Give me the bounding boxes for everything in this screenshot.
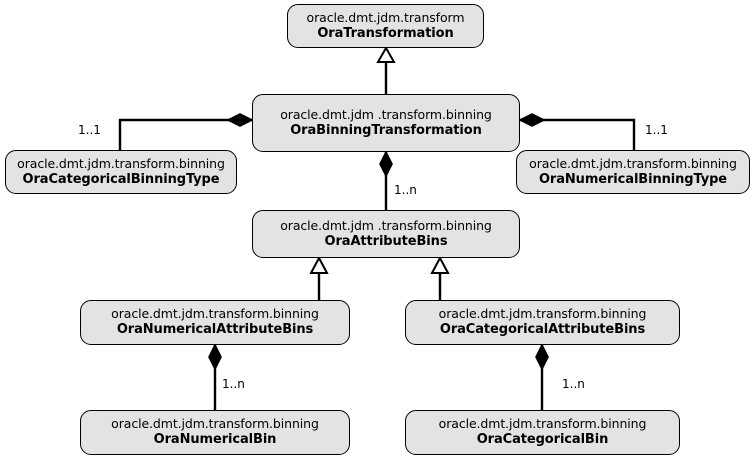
multiplicity-label-right-one-to-one: 1..1 (645, 123, 668, 137)
edge-composition-categorical-bin (535, 343, 549, 410)
class-package-label: oracle.dmt.jdm .transform.binning (280, 217, 492, 233)
class-package-label: oracle.dmt.jdm.transform.binning (438, 306, 647, 322)
class-box-ora-binning-transformation[interactable]: oracle.dmt.jdm .transform.binning OraBin… (252, 94, 520, 152)
class-box-ora-numerical-binning-type[interactable]: oracle.dmt.jdm.transform.binning OraNume… (516, 150, 750, 194)
class-box-ora-categorical-binning-type[interactable]: oracle.dmt.jdm.transform.binning OraCate… (5, 150, 237, 194)
multiplicity-label-attribute-bins-one-to-n: 1..n (394, 183, 417, 197)
edge-composition-numerical-bin (208, 343, 222, 410)
class-name-label: OraNumericalBin (153, 432, 277, 448)
edge-composition-categorical-binning-type (118, 113, 254, 150)
class-package-label: oracle.dmt.jdm.transform.binning (111, 306, 319, 322)
class-name-label: OraNumericalAttributeBins (116, 322, 314, 338)
class-package-label: oracle.dmt.jdm .transform.binning (280, 106, 492, 122)
edge-generalization-categorical-attribute-bins (430, 255, 450, 300)
class-package-label: oracle.dmt.jdm.transform.binning (438, 416, 647, 432)
class-package-label: oracle.dmt.jdm.transform (306, 9, 465, 25)
edge-composition-attribute-bins (379, 150, 393, 210)
multiplicity-label-left-one-to-one: 1..1 (78, 123, 101, 137)
class-name-label: OraCategoricalAttributeBins (439, 322, 646, 338)
multiplicity-label-categorical-bin-one-to-n: 1..n (562, 377, 585, 391)
class-box-ora-attribute-bins[interactable]: oracle.dmt.jdm .transform.binning OraAtt… (252, 210, 520, 258)
class-package-label: oracle.dmt.jdm.transform.binning (17, 155, 225, 171)
class-box-ora-categorical-attribute-bins[interactable]: oracle.dmt.jdm.transform.binning OraCate… (405, 300, 680, 345)
class-box-ora-categorical-bin[interactable]: oracle.dmt.jdm.transform.binning OraCate… (405, 410, 680, 455)
class-name-label: OraBinningTransformation (290, 122, 482, 138)
class-package-label: oracle.dmt.jdm.transform.binning (529, 155, 737, 171)
class-box-ora-numerical-attribute-bins[interactable]: oracle.dmt.jdm.transform.binning OraNume… (80, 300, 350, 345)
class-box-ora-numerical-bin[interactable]: oracle.dmt.jdm.transform.binning OraNume… (80, 410, 350, 455)
class-package-label: oracle.dmt.jdm.transform.binning (111, 416, 319, 432)
multiplicity-label-numerical-bin-one-to-n: 1..n (222, 377, 245, 391)
class-name-label: OraTransformation (317, 25, 454, 41)
class-name-label: OraCategoricalBinningType (22, 171, 220, 187)
edge-generalization-numerical-attribute-bins (309, 255, 329, 300)
class-name-label: OraNumericalBinningType (538, 171, 728, 187)
edge-generalization-binning-to-transformation (376, 45, 396, 94)
class-box-ora-transformation[interactable]: oracle.dmt.jdm.transform OraTransformati… (287, 4, 484, 48)
class-name-label: OraCategoricalBin (476, 432, 609, 448)
edge-composition-numerical-binning-type (518, 113, 636, 150)
class-name-label: OraAttributeBins (324, 233, 448, 249)
